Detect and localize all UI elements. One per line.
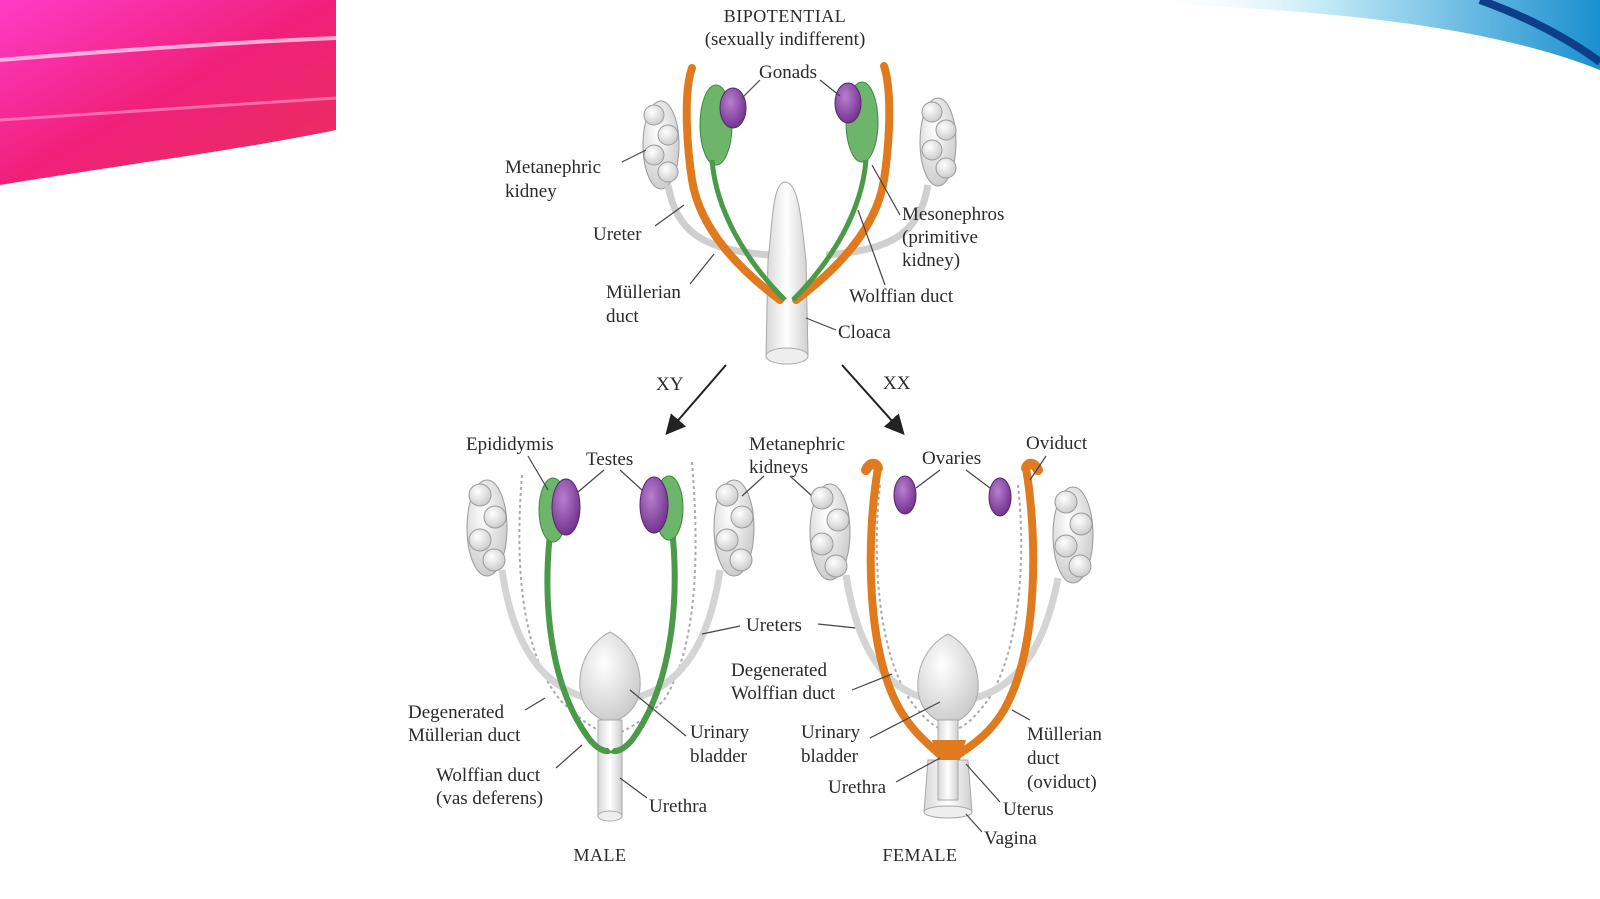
label-wolffian-duct: Wolffian duct	[849, 286, 954, 307]
label-degen-wolffian-1: Degenerated	[731, 660, 827, 681]
female-illustration	[809, 458, 1094, 819]
label-ureters: Ureters	[746, 615, 802, 636]
shared-leader-lines	[701, 475, 857, 635]
metanephric-kidney-left	[642, 100, 680, 190]
label-female-title: FEMALE	[883, 845, 958, 865]
label-metanephric-kidney-1: Metanephric	[505, 157, 601, 178]
top-leader-lines	[621, 79, 901, 331]
label-ureter: Ureter	[593, 224, 642, 245]
label-metanephric-kidneys-2: kidneys	[749, 457, 808, 478]
label-mesonephros-2: (primitive	[902, 227, 978, 248]
label-degen-wolffian-2: Wolffian duct	[731, 683, 836, 704]
male-kidney-left	[466, 479, 508, 577]
bipotential-subtitle: (sexually indifferent)	[705, 29, 866, 50]
label-metanephric-kidney-2: kidney	[505, 181, 557, 202]
metanephric-kidney-right	[919, 97, 957, 187]
label-testes: Testes	[586, 449, 633, 470]
label-degen-mullerian-1: Degenerated	[408, 702, 504, 723]
xy-arrow	[665, 364, 727, 436]
label-mesonephros-3: kidney)	[902, 250, 960, 271]
bipotential-illustration	[642, 62, 957, 365]
label-male-urethra: Urethra	[649, 796, 708, 817]
label-female-urethra: Urethra	[828, 777, 887, 798]
label-uterus: Uterus	[1003, 799, 1054, 820]
label-wolffian-vas-1: Wolffian duct	[436, 765, 541, 786]
male-leader-lines	[524, 455, 687, 799]
label-oviduct: Oviduct	[1026, 433, 1088, 454]
cloaca-shape	[765, 181, 809, 365]
female-leader-lines	[851, 455, 1047, 833]
pink-swoosh-decoration	[0, 0, 337, 185]
male-bladder-shape	[579, 631, 641, 822]
label-gonads: Gonads	[759, 62, 817, 83]
label-male-bladder-2: bladder	[690, 746, 748, 767]
male-kidney-right	[713, 479, 755, 577]
male-illustration	[466, 461, 755, 822]
female-kidney-right	[1052, 486, 1094, 584]
label-female-bladder-1: Urinary	[801, 722, 861, 743]
label-metanephric-kidneys-1: Metanephric	[749, 434, 845, 455]
label-male-title: MALE	[574, 845, 627, 865]
label-mullerian-oviduct-2: duct	[1027, 748, 1060, 769]
label-xx: XX	[883, 373, 911, 394]
label-mullerian-oviduct-1: Müllerian	[1027, 724, 1102, 745]
label-wolffian-vas-2: (vas deferens)	[436, 788, 543, 809]
label-vagina: Vagina	[984, 828, 1037, 849]
label-ovaries: Ovaries	[922, 448, 981, 469]
label-mesonephros-1: Mesonephros	[902, 204, 1004, 225]
label-cloaca: Cloaca	[838, 322, 891, 343]
label-mullerian-duct-1: Müllerian	[606, 282, 681, 303]
label-epididymis: Epididymis	[466, 434, 554, 455]
label-mullerian-oviduct-3: (oviduct)	[1027, 772, 1097, 793]
bipotential-title: BIPOTENTIAL	[724, 6, 846, 26]
female-bladder-shape	[917, 633, 979, 819]
label-male-bladder-1: Urinary	[690, 722, 750, 743]
xx-arrow	[841, 364, 905, 435]
female-kidney-left	[809, 483, 851, 581]
label-xy: XY	[656, 374, 684, 395]
blue-swoosh-decoration	[1150, 0, 1600, 70]
label-female-bladder-2: bladder	[801, 746, 859, 767]
label-mullerian-duct-2: duct	[606, 306, 639, 327]
label-degen-mullerian-2: Müllerian duct	[408, 725, 521, 746]
